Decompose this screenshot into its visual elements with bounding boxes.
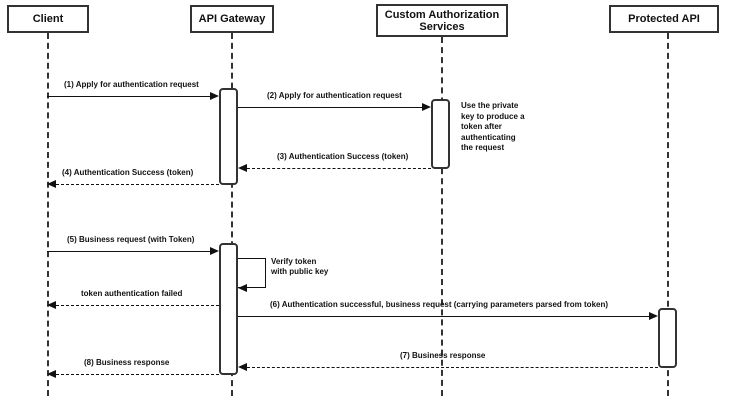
message-arrow-2 xyxy=(422,102,431,111)
note-private-key-line-5: the request xyxy=(461,143,505,152)
activation-api-gateway-auth xyxy=(219,88,238,185)
participant-client[interactable]: Client xyxy=(7,5,89,33)
message-line-8 xyxy=(56,374,219,375)
message-arrow-1 xyxy=(210,91,219,100)
participant-protected-api-label: Protected API xyxy=(628,13,700,25)
message-line-1 xyxy=(47,96,210,97)
message-label-token-failed: token authentication failed xyxy=(81,289,183,298)
message-label-8: (8) Business response xyxy=(84,358,170,367)
message-label-7: (7) Business response xyxy=(400,351,486,360)
message-line-3 xyxy=(247,168,431,169)
activation-custom-authorization-services xyxy=(431,99,450,169)
lifeline-custom-authorization-services xyxy=(441,37,443,396)
message-line-2 xyxy=(238,107,422,108)
message-line-token-failed xyxy=(56,305,219,306)
participant-custom-authorization-services[interactable]: Custom Authorization Services xyxy=(376,4,508,37)
participant-api-gateway-label: API Gateway xyxy=(198,13,266,25)
activation-protected-api xyxy=(658,308,677,368)
message-arrow-5 xyxy=(210,246,219,255)
note-private-key-line-2: key to produce a xyxy=(461,111,525,121)
self-message-arrow xyxy=(238,283,247,292)
message-label-1: (1) Apply for authentication request xyxy=(64,80,199,89)
message-arrow-4 xyxy=(47,179,56,188)
message-arrow-6 xyxy=(649,311,658,320)
participant-protected-api[interactable]: Protected API xyxy=(609,5,719,33)
participant-custom-authorization-services-label: Custom Authorization Services xyxy=(384,8,500,33)
message-label-3: (3) Authentication Success (token) xyxy=(277,152,409,161)
self-message-label-line1: Verify token xyxy=(271,257,317,266)
message-label-6: (6) Authentication successful, business … xyxy=(270,300,609,309)
self-message-label-line2: with public key xyxy=(271,267,329,276)
message-arrow-7 xyxy=(238,362,247,371)
message-line-4 xyxy=(56,184,219,185)
participant-api-gateway[interactable]: API Gateway xyxy=(190,5,274,33)
message-label-5: (5) Business request (with Token) xyxy=(67,235,195,244)
note-private-key-line-3: token after xyxy=(461,122,502,131)
note-private-key-line-1: Use the private xyxy=(461,101,519,110)
participant-client-label: Client xyxy=(32,13,64,25)
message-line-6 xyxy=(238,316,649,317)
lifeline-api-gateway xyxy=(231,33,233,396)
self-message-verify-token xyxy=(238,258,266,288)
lifeline-client xyxy=(47,33,49,396)
message-arrow-token-failed xyxy=(47,300,56,309)
message-arrow-3 xyxy=(238,163,247,172)
activation-api-gateway-business xyxy=(219,243,238,375)
lifeline-protected-api xyxy=(667,33,669,396)
message-arrow-8 xyxy=(47,369,56,378)
note-private-key-line-4: authenticating xyxy=(461,132,516,142)
message-line-5 xyxy=(47,251,210,252)
note-private-key: Use the private key to produce a token a… xyxy=(461,101,533,154)
message-label-4: (4) Authentication Success (token) xyxy=(62,168,194,177)
message-label-2: (2) Apply for authentication request xyxy=(267,91,402,100)
message-line-7 xyxy=(247,367,658,368)
